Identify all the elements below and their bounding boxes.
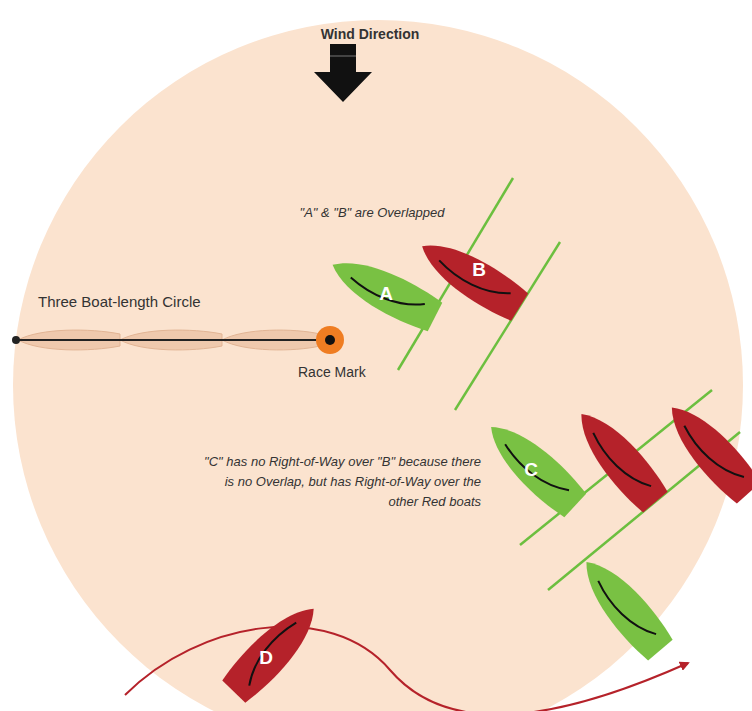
circle-label: Three Boat-length Circle xyxy=(38,292,268,312)
boat: C xyxy=(470,403,600,533)
boat: D xyxy=(207,587,337,711)
wind-arrow-detail xyxy=(330,55,356,57)
overlap-lines xyxy=(398,178,740,590)
race-mark-center xyxy=(325,335,335,345)
boat-hull xyxy=(572,550,676,663)
three-boat-length-zone xyxy=(13,20,743,711)
boat-hull xyxy=(478,413,589,520)
wind-label: Wind Direction xyxy=(290,24,450,44)
boat-hull xyxy=(657,394,752,505)
line-end-dot xyxy=(12,336,20,344)
boat-hull xyxy=(412,230,530,324)
wind-arrow xyxy=(314,44,372,102)
boat-letter: D xyxy=(259,647,273,669)
rule-note: "C" has no Right-of-Way over "B" because… xyxy=(196,452,481,512)
boat-letter: B xyxy=(472,259,486,281)
course-arrow xyxy=(125,627,688,711)
race-mark xyxy=(316,326,344,354)
mark-label: Race Mark xyxy=(298,362,398,382)
boat-hull xyxy=(324,247,444,334)
three-boat-length-line xyxy=(16,339,330,341)
overlap-note: "A" & "B" are Overlapped xyxy=(262,203,482,223)
boat-letter: C xyxy=(524,459,538,481)
boat: B xyxy=(408,213,538,343)
boat-letter: A xyxy=(379,283,393,305)
other-boats xyxy=(567,394,752,662)
boat-hull xyxy=(220,595,328,705)
